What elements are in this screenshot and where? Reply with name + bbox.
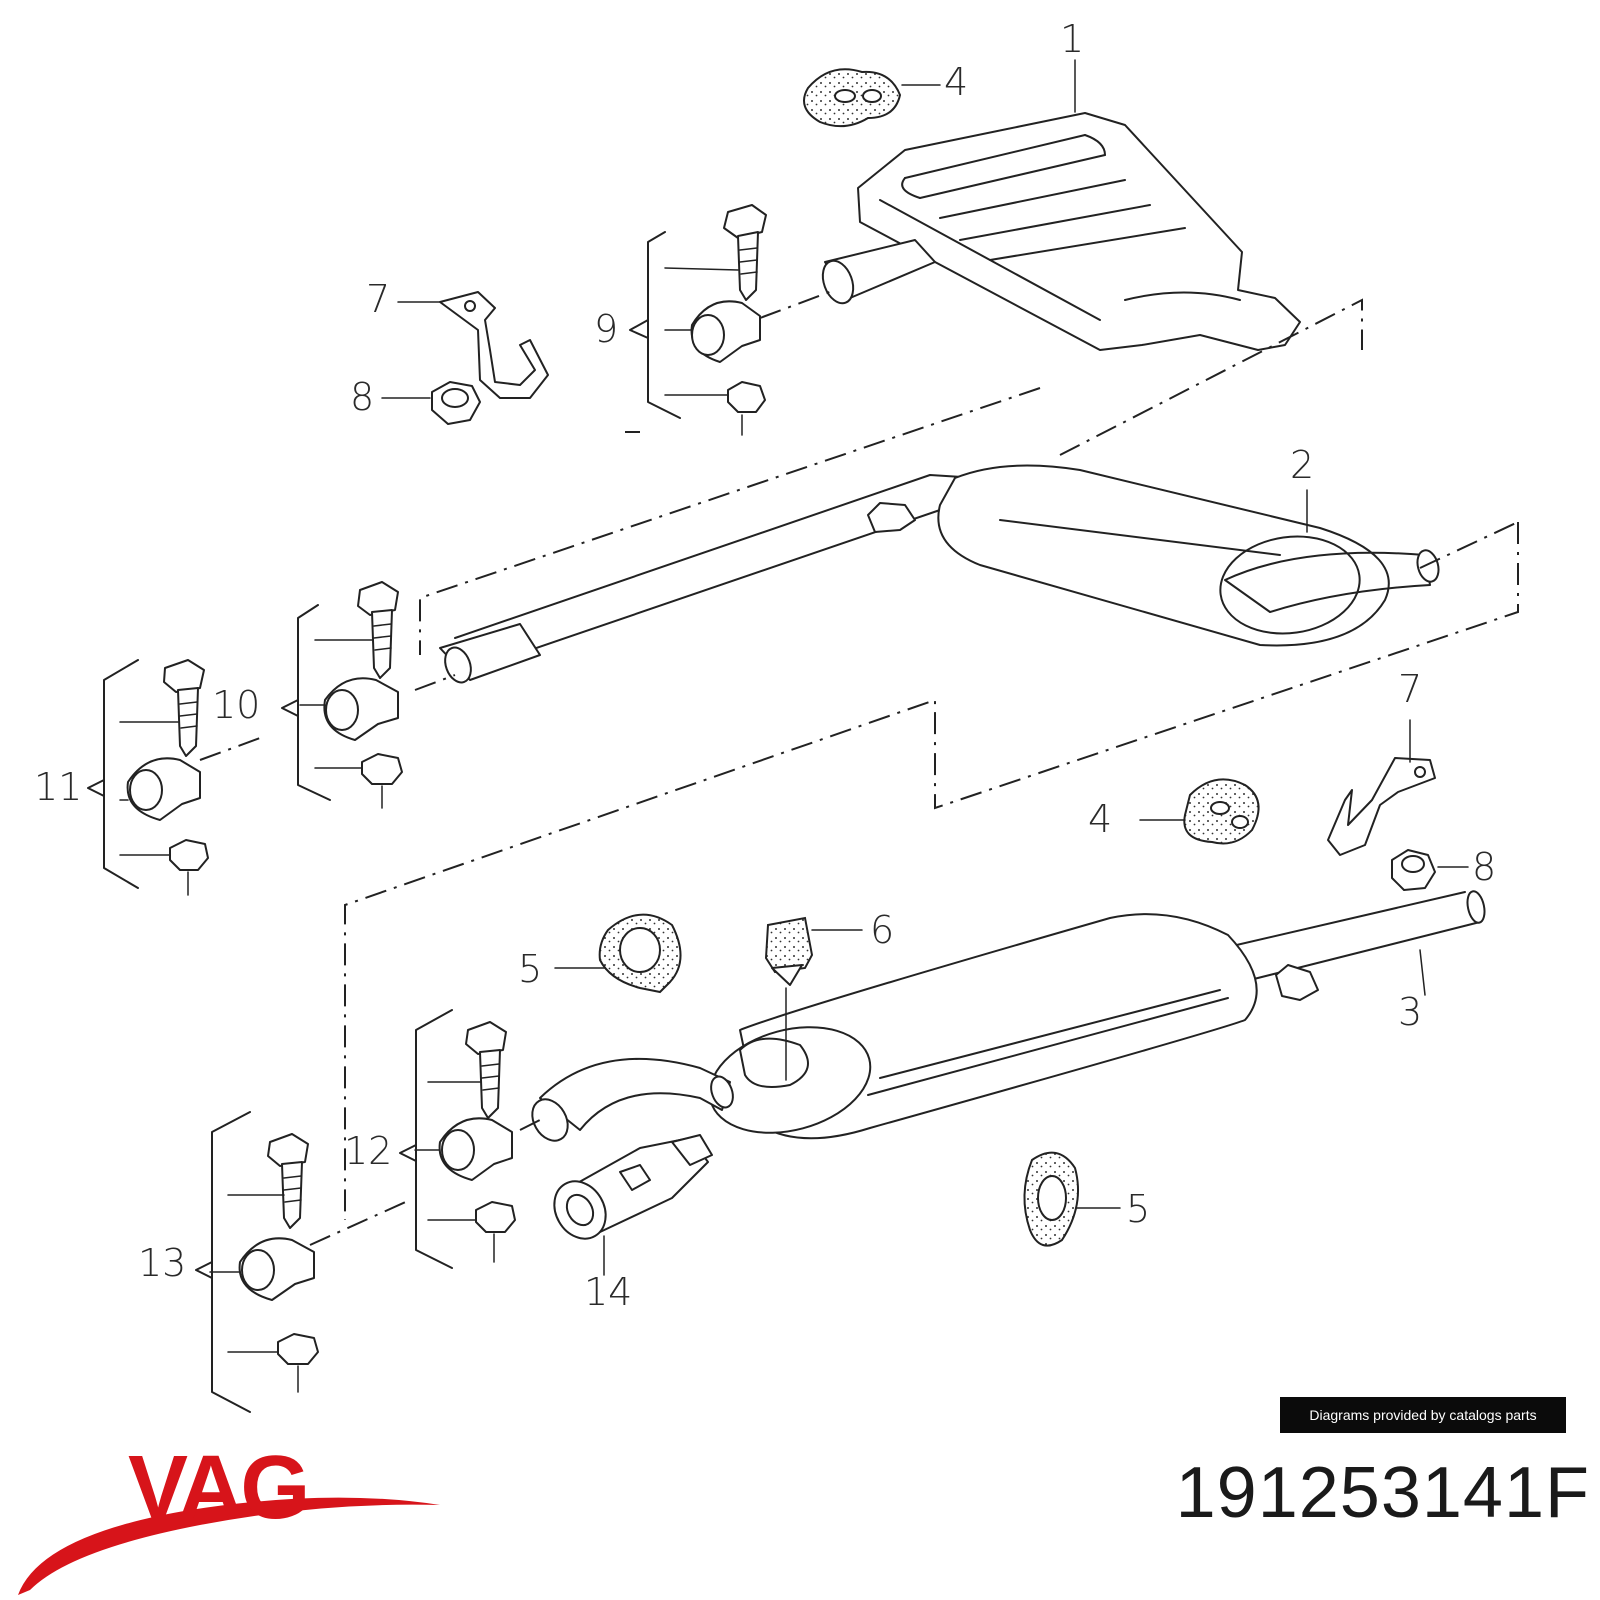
diagram-credit-badge: Diagrams provided by catalogs parts xyxy=(1280,1397,1566,1433)
callout-1: 1 xyxy=(1060,17,1084,61)
callout-3: 3 xyxy=(1398,990,1422,1034)
pipe-clamp xyxy=(553,1134,713,1276)
rubber-mount-lower xyxy=(1139,778,1260,845)
part-number: 191253141F xyxy=(1175,1453,1590,1533)
callout-5-upper: 5 xyxy=(518,947,542,991)
cap xyxy=(764,916,863,1081)
callout-6: 6 xyxy=(870,908,894,952)
gasket-upper xyxy=(554,913,682,994)
logo-swoosh xyxy=(18,1497,440,1595)
callout-7-lower: 7 xyxy=(1398,667,1422,711)
clamp-assembly-11 xyxy=(87,659,209,896)
leader-lines xyxy=(1074,59,1426,996)
callout-10: 10 xyxy=(212,683,260,727)
middle-muffler xyxy=(439,464,1440,684)
rear-muffler xyxy=(625,112,1301,433)
callout-8-upper: 8 xyxy=(350,375,374,419)
logo-text: VAG xyxy=(128,1440,307,1538)
gasket-lower xyxy=(1023,1151,1121,1247)
clamp-assembly-9 xyxy=(629,204,767,436)
callout-11: 11 xyxy=(34,765,82,809)
callout-12: 12 xyxy=(344,1129,392,1173)
callout-4-lower: 4 xyxy=(1088,797,1112,841)
clamp-assembly-13 xyxy=(195,1111,319,1413)
vag-logo: VAG xyxy=(18,1440,440,1595)
callout-2: 2 xyxy=(1290,443,1314,487)
callout-8-lower: 8 xyxy=(1472,845,1496,889)
nut-lower xyxy=(1391,849,1469,891)
clamp-assembly-12 xyxy=(399,1009,516,1269)
callout-7-upper: 7 xyxy=(366,277,390,321)
front-muffler xyxy=(531,890,1486,1142)
connection-lines xyxy=(199,298,1519,1246)
rubber-mount-upper xyxy=(803,68,941,128)
callout-13: 13 xyxy=(138,1241,186,1285)
clamp-assembly-10 xyxy=(281,581,403,809)
callout-5-lower: 5 xyxy=(1126,1187,1150,1231)
callout-9: 9 xyxy=(594,307,618,351)
nut-upper xyxy=(381,381,481,425)
callout-labels: 1 2 3 4 4 5 5 6 7 7 8 8 9 10 11 12 13 14 xyxy=(34,17,1496,1314)
bracket-upper xyxy=(397,291,549,399)
bracket-lower xyxy=(1327,719,1436,856)
callout-14: 14 xyxy=(584,1270,632,1314)
callout-4-upper: 4 xyxy=(944,60,968,104)
